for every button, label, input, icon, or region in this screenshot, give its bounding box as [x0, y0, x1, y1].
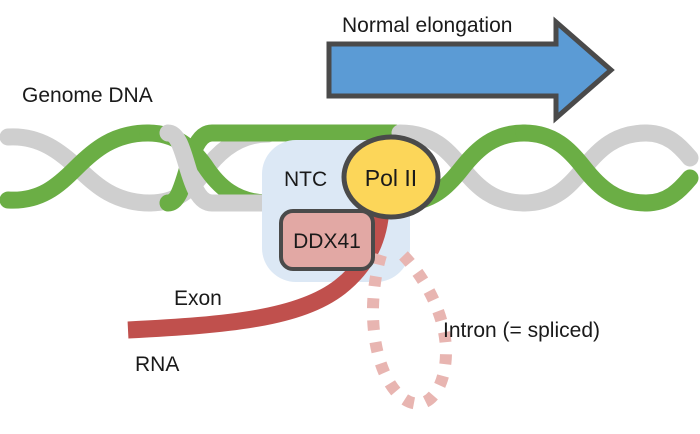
pol-ii-shape — [341, 134, 441, 220]
ntc-label: NTC — [284, 168, 327, 191]
exon-label: Exon — [174, 287, 222, 310]
rna-label: RNA — [135, 353, 179, 376]
intron-dashed-path — [367, 247, 453, 410]
ddx41-box — [279, 209, 375, 271]
normal-elongation-arrow — [326, 16, 615, 124]
normal-elongation-label: Normal elongation — [342, 14, 512, 37]
genome-dna-label: Genome DNA — [22, 84, 153, 107]
rna-exon-strand — [127, 202, 390, 339]
dna-transcription-bubble — [159, 124, 404, 212]
genome-dna-double-helix — [0, 124, 699, 212]
ddx41-label: DDX41 — [293, 230, 361, 253]
intron-spliced-loop — [367, 247, 453, 410]
pol-ii-label: Pol II — [365, 165, 417, 191]
rna-exon-path — [127, 202, 390, 339]
ddx41-box-shape — [279, 209, 375, 271]
intron-label: Intron (= spliced) — [443, 319, 600, 342]
pol-ii-ellipse — [341, 134, 441, 220]
arrow-shape — [326, 16, 615, 124]
